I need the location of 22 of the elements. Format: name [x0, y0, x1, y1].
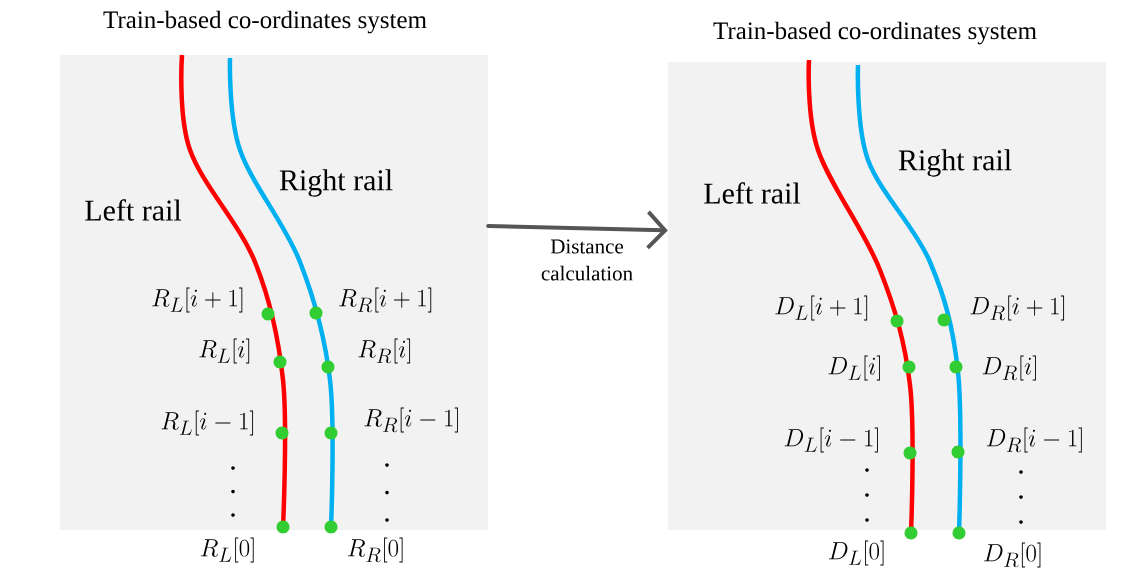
point-label: $D_L[i-1]$ [784, 427, 878, 453]
point-label: $D_R[0]$ [984, 542, 1041, 568]
point-label: $R_L[i-1]$ [161, 410, 254, 436]
edge-label: Distance calculation [541, 239, 633, 281]
point-label: $D_L[0]$ [829, 540, 884, 566]
arrow [486, 210, 668, 250]
point-label: $D_L[i+1]$ [775, 295, 868, 321]
point-label: $R_L[i+1]$ [152, 287, 243, 313]
point-label: $R_R[i]$ [358, 338, 411, 364]
point-label: $D_L[i]$ [828, 355, 880, 381]
panel-title: Train-based co-ordinates system [713, 21, 1037, 45]
point-label: $D_R[i-1]$ [986, 427, 1082, 453]
point-label: $D_R[i]$ [982, 355, 1036, 381]
point-label: $R_R[i-1]$ [364, 407, 458, 433]
point-label: $R_R[i+1]$ [339, 287, 432, 313]
rail-label: Left rail [704, 182, 801, 204]
point-label: $R_L[i]$ [199, 338, 250, 364]
panel-title: Train-based co-ordinates system [103, 10, 427, 34]
rail-label: Right rail [898, 149, 1012, 177]
rail-label: Left rail [85, 199, 182, 221]
rail-label: Right rail [279, 169, 393, 197]
point-label: $D_R[i+1]$ [970, 295, 1065, 321]
